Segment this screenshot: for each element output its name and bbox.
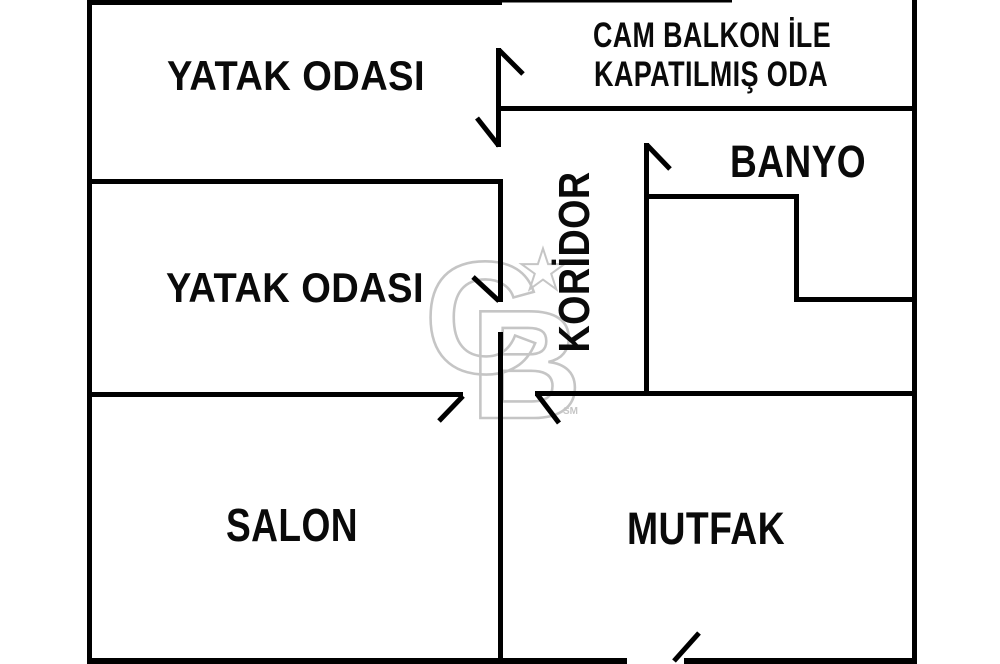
label-glass-balcony-room-line1: CAM BALKON İLE (593, 16, 831, 55)
door-mark-bathroom (645, 143, 672, 171)
wall-bedroom-top-door-jamb (496, 48, 501, 147)
wall-bedrooms-divider (87, 179, 503, 184)
wall-bathroom-inner-top (644, 194, 799, 199)
wall-top-clipped (502, 0, 732, 3)
watermark-service-mark: SM (563, 406, 578, 417)
label-bathroom: BANYO (730, 136, 866, 187)
door-mark-kitchen (535, 392, 561, 425)
walls (87, 0, 917, 664)
door-mark-bedroom-middle (471, 275, 501, 303)
wall-outer-right (912, 0, 917, 664)
door-mark-living-room (437, 394, 465, 423)
watermark-letter-b: B (470, 278, 582, 451)
label-glass-balcony-room-line2: KAPATILMIŞ ODA (594, 55, 828, 94)
label-corridor: KORİDOR (550, 172, 599, 353)
label-living-room: SALON (226, 499, 358, 551)
wall-corridor-right (644, 143, 649, 396)
label-bedroom-top: YATAK ODASI (167, 52, 425, 99)
wall-kitchen-top (535, 391, 917, 396)
wall-bathroom-inner-bottom (794, 297, 917, 302)
door-marks (437, 48, 701, 663)
door-mark-kitchen-balcony (672, 631, 701, 663)
wall-outer-bottom-right (684, 658, 917, 664)
wall-outer-bottom-left (87, 658, 627, 664)
door-mark-glass-room (497, 48, 525, 76)
wall-outer-left (87, 0, 92, 664)
watermark-logo: C B ★ SM (423, 227, 584, 453)
wall-glass-room-bottom (497, 106, 916, 111)
wall-bathroom-inner-vertical (794, 194, 799, 302)
wall-outer-top (87, 0, 502, 5)
wall-center-lower (498, 332, 503, 663)
room-labels: YATAK ODASI CAM BALKON İLE KAPATILMIŞ OD… (166, 16, 866, 554)
wall-center-upper (498, 179, 503, 302)
watermark-letter-c: C (424, 228, 540, 407)
door-mark-bedroom-top (475, 116, 501, 148)
label-bedroom-middle: YATAK ODASI (166, 264, 424, 311)
watermark-star-icon: ★ (518, 238, 568, 303)
wall-living-room-top (87, 392, 463, 397)
label-kitchen: MUTFAK (627, 503, 785, 554)
